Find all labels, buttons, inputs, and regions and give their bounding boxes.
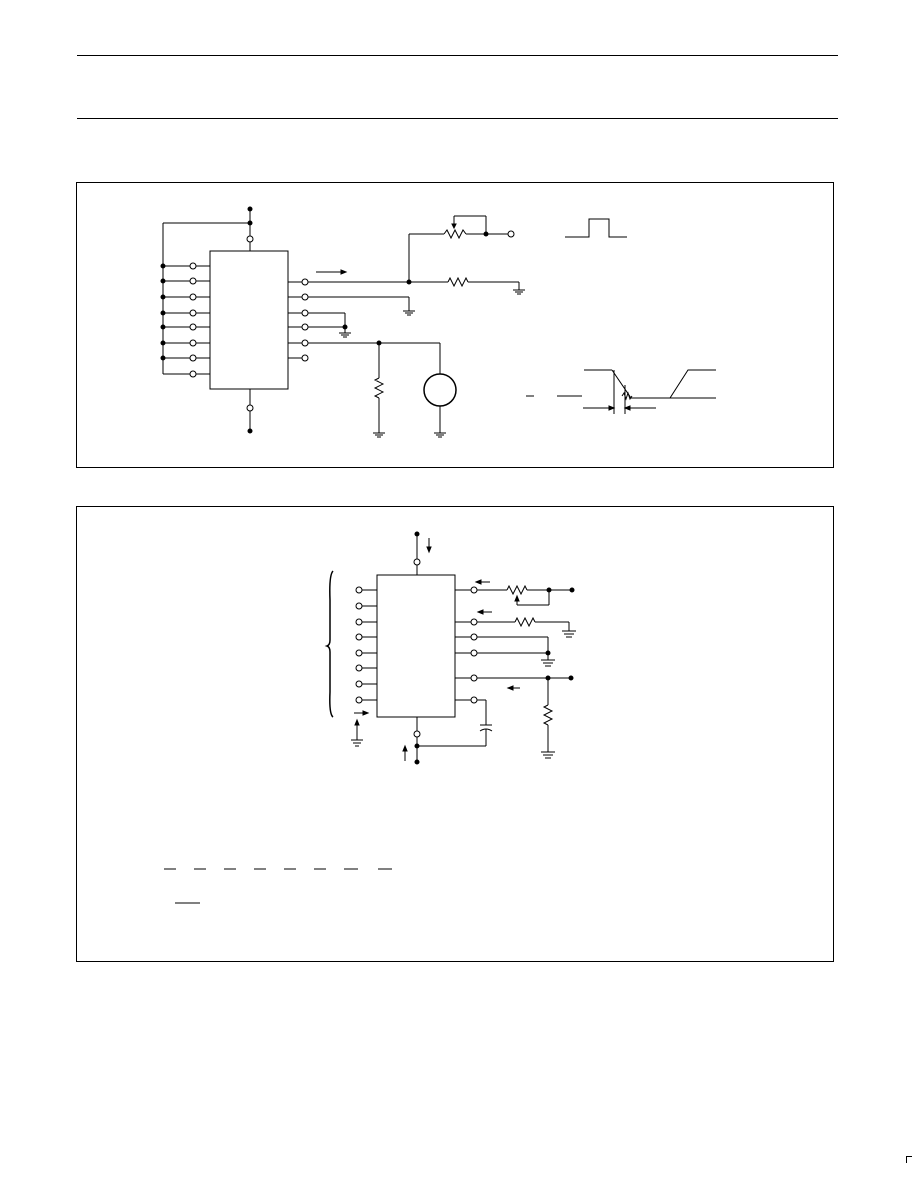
pin-circle-icon (246, 235, 254, 243)
ic-body-2 (376, 574, 456, 718)
pin-circle-icon (413, 558, 421, 566)
junction-dot-icon (342, 324, 348, 330)
pulse-waveform (565, 218, 627, 238)
ic-body-1 (209, 250, 289, 390)
ic1-left-pins (160, 262, 210, 378)
ground-icon (541, 751, 555, 759)
figure-2-frame (76, 506, 834, 962)
header-bottom-rule (77, 118, 838, 119)
meter-circle-icon (423, 373, 457, 407)
pin-circle-icon (246, 404, 254, 412)
figure-1-frame (76, 182, 834, 468)
header-top-rule (77, 55, 838, 56)
overbar-marks (164, 868, 392, 904)
resistor-icon (443, 228, 467, 240)
resistor-icon (506, 584, 528, 596)
ground-icon (513, 289, 525, 295)
junction-dot-icon (414, 759, 420, 765)
pin-circle-icon (413, 730, 421, 738)
ground-icon (403, 310, 415, 316)
ground-icon (541, 659, 555, 667)
ground-icon (373, 432, 385, 438)
ground-icon (434, 432, 446, 438)
ground-icon (562, 630, 576, 638)
resistor-icon (447, 276, 469, 288)
resistor-icon (373, 377, 385, 399)
junction-dot-icon (247, 206, 253, 212)
pin-circle-icon (507, 230, 515, 238)
figure-2-circuit (324, 531, 576, 765)
resistor-icon (542, 704, 554, 726)
resistor-icon (514, 616, 536, 628)
timing-waveform (526, 369, 716, 414)
junction-dot-icon (569, 587, 575, 593)
ground-icon (351, 739, 363, 747)
ground-icon (339, 332, 351, 338)
ic2-left-pins (355, 586, 377, 704)
corner-mark (906, 1156, 912, 1163)
junction-dot-icon (247, 428, 253, 434)
ic2-right-pins (455, 586, 478, 704)
ic1-right-pins (288, 278, 309, 362)
junction-dot-icon (568, 675, 574, 681)
input-brace (324, 570, 334, 718)
junction-dot-icon (545, 650, 551, 656)
figure-1-circuit (160, 206, 716, 438)
